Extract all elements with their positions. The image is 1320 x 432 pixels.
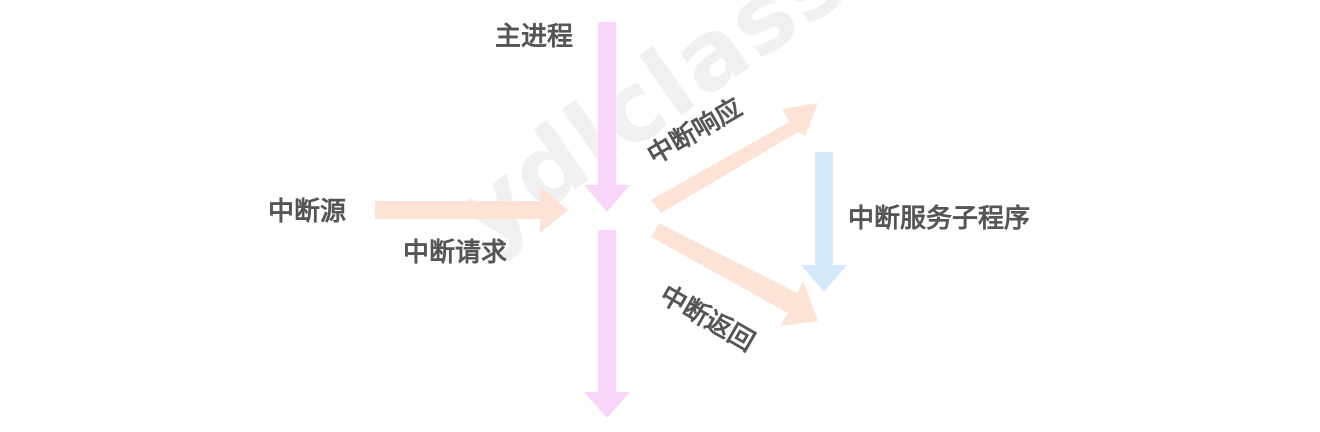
main-process-label: 主进程 xyxy=(495,22,574,52)
interrupt-request-label: 中断请求 xyxy=(403,238,508,268)
main-process-arrow-upper xyxy=(584,22,630,212)
interrupt-source-label: 中断源 xyxy=(268,197,347,227)
interrupt-service-arrow xyxy=(801,152,847,292)
main-process-arrow-lower xyxy=(584,230,630,418)
interrupt-request-arrow xyxy=(375,187,568,233)
interrupt-service-routine-label: 中断服务子程序 xyxy=(848,204,1031,234)
interrupt-return-arrow xyxy=(651,223,818,326)
interrupt-response-arrow xyxy=(651,103,818,213)
